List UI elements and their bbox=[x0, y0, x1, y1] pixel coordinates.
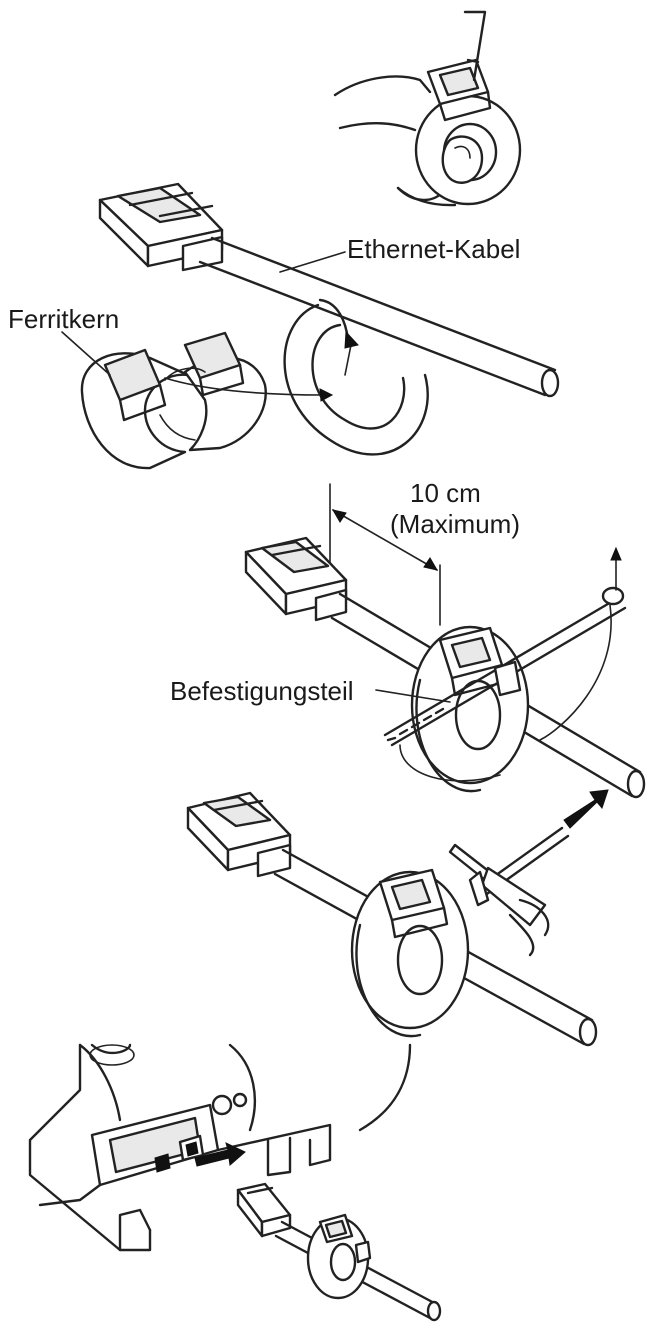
step3-cable-tie: 10 cm (Maximum) bbox=[170, 478, 646, 799]
label-fastener: Befestigungsteil bbox=[170, 676, 354, 706]
step2-loop-cable: Ethernet-Kabel Ferritkern bbox=[8, 182, 560, 470]
label-distance-note: (Maximum) bbox=[390, 509, 520, 539]
step4-cut-tie bbox=[186, 789, 609, 1047]
label-ferrite-core: Ferritkern bbox=[8, 304, 119, 334]
rj45-plug-1 bbox=[98, 182, 224, 272]
rj45-plug-2 bbox=[244, 536, 348, 622]
step1-hand-ferrite-core bbox=[333, 10, 522, 207]
label-ethernet-cable: Ethernet-Kabel bbox=[347, 234, 520, 264]
rj45-plug-3 bbox=[186, 791, 292, 878]
label-distance: 10 cm bbox=[410, 478, 481, 508]
step5-printer-connection bbox=[28, 1043, 442, 1322]
ferrite-core-open bbox=[80, 331, 267, 470]
